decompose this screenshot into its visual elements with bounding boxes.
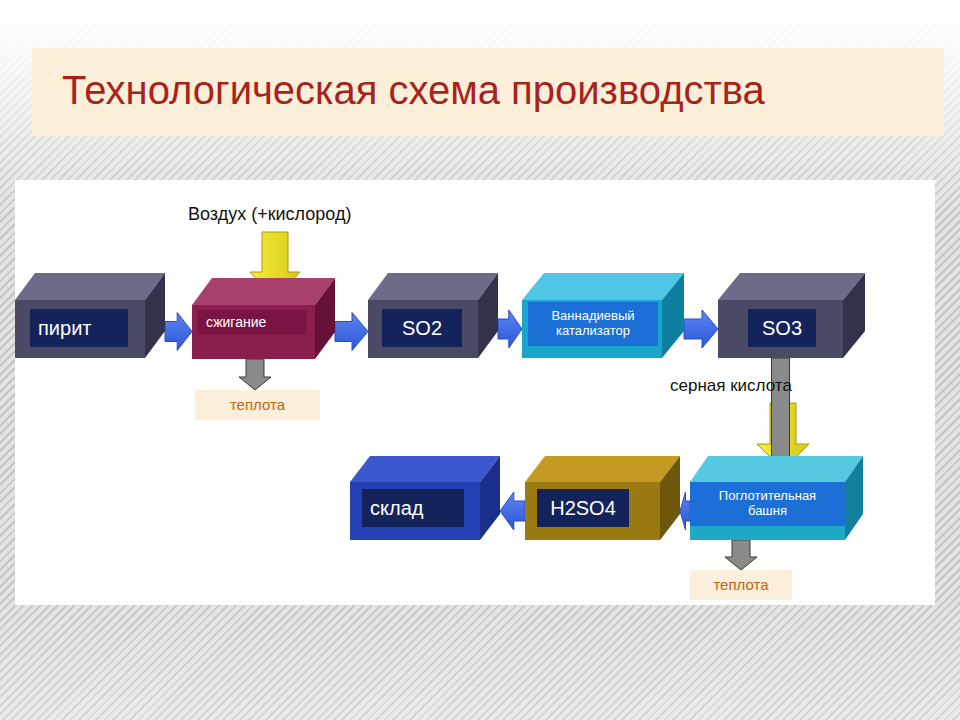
name-plate: сжигание bbox=[198, 310, 306, 334]
name-plate: H2SO4 bbox=[537, 489, 629, 527]
slide-title: Технологическая схема производства bbox=[32, 48, 944, 113]
process-box: SO3 bbox=[718, 300, 843, 358]
box-side bbox=[845, 456, 863, 540]
process-box: Ваннадиевый катализатор bbox=[522, 300, 662, 358]
name-plate: пирит bbox=[30, 309, 128, 347]
heat-box: теплота bbox=[195, 390, 320, 420]
box-side bbox=[843, 273, 865, 358]
process-box: склад bbox=[350, 482, 480, 540]
box-side bbox=[145, 273, 165, 358]
flow-arrow bbox=[239, 359, 271, 390]
box-top bbox=[368, 273, 498, 300]
box-side bbox=[478, 273, 498, 358]
flow-arrow bbox=[725, 540, 757, 570]
process-box: SO2 bbox=[368, 300, 478, 358]
flow-arrow bbox=[680, 492, 690, 530]
name-plate: Ваннадиевый катализатор bbox=[528, 302, 658, 346]
box-side bbox=[660, 456, 680, 540]
flow-label: серная кислота bbox=[670, 376, 792, 396]
heat-label: теплота bbox=[195, 390, 320, 420]
node-text: пирит bbox=[38, 317, 91, 340]
node-text: теплота bbox=[230, 396, 285, 413]
node-text: Поглотительная башня bbox=[698, 489, 837, 519]
box-side bbox=[662, 273, 684, 358]
flow-arrow bbox=[165, 313, 192, 351]
flow-label: Воздух (+кислород) bbox=[188, 204, 351, 225]
box-top bbox=[350, 456, 500, 482]
node-text: H2SO4 bbox=[550, 497, 616, 520]
node-text: Ваннадиевый катализатор bbox=[536, 309, 650, 339]
title-banner: Технологическая схема производства bbox=[32, 48, 944, 136]
box-top bbox=[525, 456, 680, 482]
process-box: сжигание bbox=[192, 305, 315, 359]
name-plate: склад bbox=[362, 489, 464, 527]
name-plate: SO2 bbox=[382, 309, 462, 347]
flow-arrow bbox=[500, 492, 525, 530]
heat-box: теплота bbox=[690, 570, 792, 600]
process-box: Поглотительная башня bbox=[690, 482, 845, 540]
box-top bbox=[718, 273, 865, 300]
flow-arrow bbox=[498, 310, 522, 348]
node-text: SO2 bbox=[402, 317, 442, 340]
node-text: теплота bbox=[713, 576, 768, 593]
node-text: сжигание bbox=[206, 314, 266, 330]
box-top bbox=[192, 278, 335, 305]
flow-arrow bbox=[335, 313, 368, 351]
heat-label: теплота bbox=[690, 570, 792, 600]
box-side bbox=[480, 456, 500, 540]
name-plate: SO3 bbox=[748, 309, 816, 347]
box-top bbox=[690, 456, 863, 482]
process-box: пирит bbox=[15, 300, 145, 358]
box-side bbox=[315, 278, 335, 359]
box-top bbox=[522, 273, 684, 300]
diagram-panel bbox=[15, 180, 935, 605]
box-top bbox=[15, 273, 165, 300]
node-text: склад bbox=[370, 497, 423, 520]
node-text: SO3 bbox=[762, 317, 802, 340]
flow-arrow bbox=[684, 310, 718, 348]
name-plate: Поглотительная башня bbox=[690, 482, 845, 526]
process-box: H2SO4 bbox=[525, 482, 660, 540]
